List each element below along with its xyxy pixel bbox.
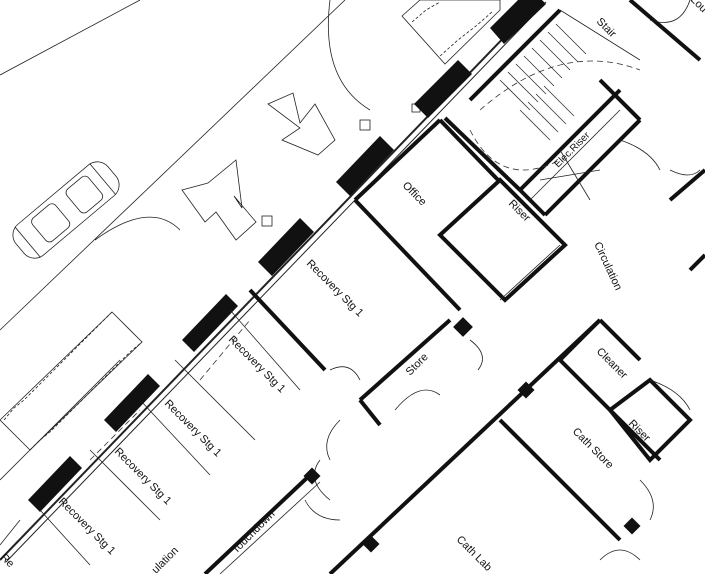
recovery-bays [0, 288, 327, 566]
lower-wing [328, 318, 693, 574]
label-recovery-edge: Re [0, 552, 16, 570]
corridor-doors [304, 366, 361, 521]
label-circulation-right: Circulation [591, 240, 624, 292]
store-room [358, 317, 483, 427]
label-lounge: Lou [688, 0, 705, 15]
riser-room-upper [437, 177, 568, 303]
road-lines [0, 0, 371, 481]
label-recovery-5: Recovery Stg 1 [56, 496, 118, 558]
arrow-down-icon [267, 92, 421, 156]
car-icon [12, 161, 120, 259]
planter-hedge-icon [0, 311, 143, 451]
label-recovery-3: Recovery Stg 1 [162, 398, 224, 460]
label-riser-upper: Riser [506, 198, 533, 225]
arrow-up-icon [181, 159, 273, 241]
touchdown-corridor [203, 467, 321, 574]
label-recovery-2: Recovery Stg 1 [226, 334, 288, 396]
circulation-right [619, 139, 705, 272]
label-circulation-left: ulation [150, 545, 181, 574]
label-office: Office [400, 180, 429, 209]
label-touchdown: Touchdown [230, 508, 278, 556]
label-cath-store: Cath Store [570, 426, 616, 472]
planter-hedge-top [401, 0, 501, 65]
stair-core [443, 0, 702, 192]
label-cath-lab: Cath Lab [454, 534, 494, 574]
elec-riser-room [518, 78, 642, 217]
label-cleaner: Cleaner [594, 346, 630, 382]
label-recovery-4: Recovery Stg 1 [112, 446, 174, 508]
label-recovery-1: Recovery Stg 1 [304, 258, 366, 320]
facade [0, 0, 547, 563]
label-stair: Stair [594, 16, 619, 41]
office-room [353, 118, 502, 312]
